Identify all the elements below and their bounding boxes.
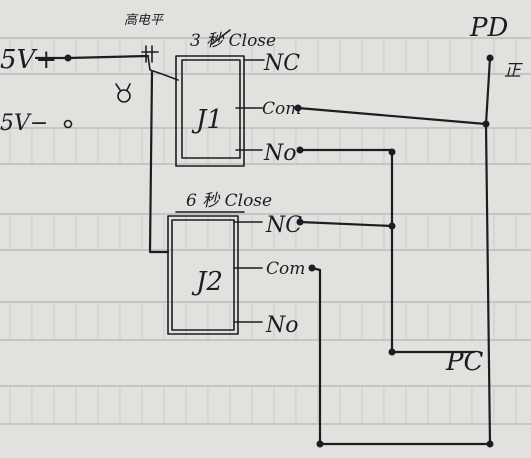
label-5v-minus: 5V− [0,111,48,136]
switch-marks [141,45,159,63]
junction-j1-com [294,104,302,112]
label-j1-nc: NC [263,51,300,76]
relay-j2-inner [171,219,235,331]
label-top-note: 高电平 [124,13,165,28]
junction-bottom-left [316,440,324,448]
wire-j1-no-to-pc [298,148,476,354]
labels: 5V+ 5V− 高电平 PD 正 3 秒 Close J1 NC Com No … [0,13,523,377]
label-j2-no: No [265,313,299,338]
label-pd-suffix: 正 [504,61,523,81]
junction-pd-com [482,120,490,128]
wire-j1-com-to-pd [296,106,488,126]
terminal-5v-minus [63,119,73,129]
label-j1-no: No [263,141,297,166]
label-pc: PC [445,347,483,377]
label-j1-timer: 3 秒 Close [190,31,276,51]
label-j2-com: Com [266,259,305,279]
lamp-symbol [115,83,131,103]
relay-j1-inner [181,59,241,159]
lamp-circle [117,89,131,103]
relay-j1 [175,55,265,167]
label-j2-nc: NC [265,213,302,238]
junction-j2-com [308,264,316,272]
label-5v-plus: 5V+ [0,45,57,75]
junction-pc-lower [388,348,396,356]
relay-j2-body [167,215,239,335]
relay-j1-body [175,55,245,167]
wire-left-bus [148,70,170,254]
label-j2-name: J2 [191,267,223,297]
junction-pc-mid [388,222,396,230]
junction-j1-no [296,146,304,154]
junction-5v-plus [64,54,72,62]
lamp-rays [115,83,131,91]
j1-slash [211,29,231,45]
wire-j2-nc-to-pc [298,220,394,228]
junctions [63,54,494,448]
label-pd: PD [469,13,508,43]
junction-j2-nc [296,218,304,226]
label-j1-com: Com [262,99,301,119]
wire-j2-com-loop [310,266,492,446]
junction-pd-top [486,54,494,62]
label-j2-timer: 6 秒 Close [186,191,272,211]
switch-symbol [141,29,245,213]
wire-j1-feed [147,55,179,81]
junction-pc-upper [388,148,396,156]
junction-bottom-right [486,440,494,448]
label-j1-name: J1 [191,105,223,135]
relay-j2 [167,215,263,335]
